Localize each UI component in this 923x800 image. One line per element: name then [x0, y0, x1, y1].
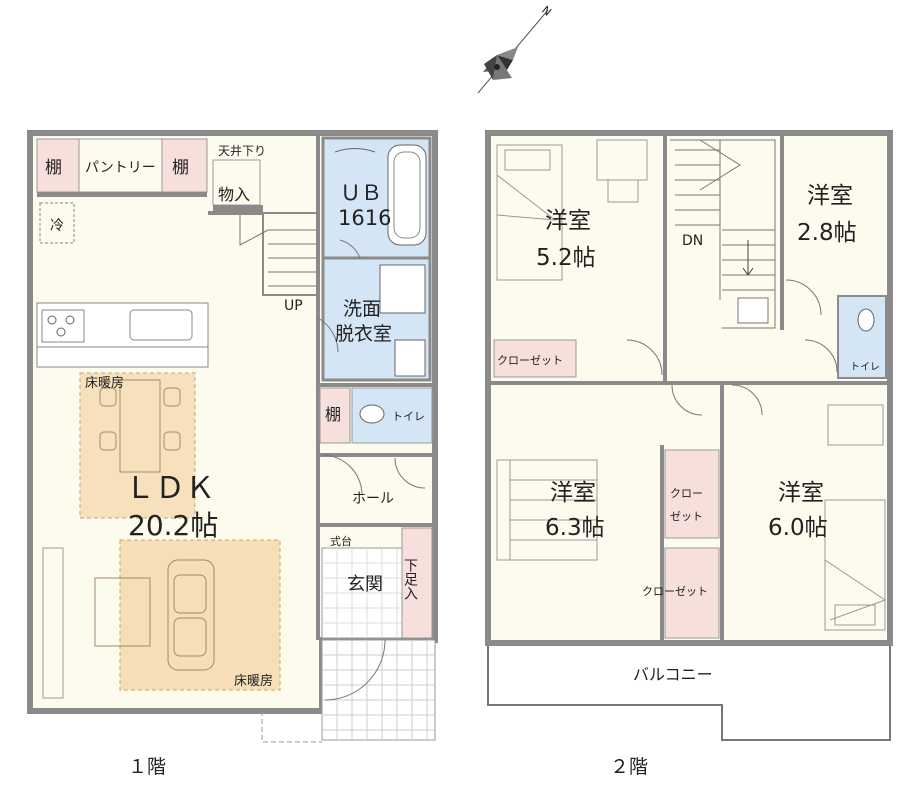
label-ceiling-lowered: 天井下り	[218, 144, 266, 158]
label-room-b-line1: 洋室	[807, 183, 853, 209]
label-room-b-line2: 2.8帖	[797, 220, 857, 246]
floor1-label: １階	[128, 756, 166, 778]
closet-c	[664, 547, 720, 639]
label-room-d-line2: 6.0帖	[768, 515, 828, 541]
shoe-storage	[401, 527, 433, 639]
label-room-d-line1: 洋室	[778, 480, 824, 506]
bed-a	[496, 144, 563, 281]
floor-heating-zone-upper	[79, 372, 196, 519]
label-shoe-storage: 下足入	[402, 558, 418, 600]
shelf-mid	[319, 387, 351, 444]
label-shelf-left: 棚	[45, 158, 62, 178]
pantry	[78, 138, 163, 193]
floor-heating-zone-lower	[119, 539, 281, 691]
label-ldk-line2: 20.2帖	[128, 509, 218, 542]
label-room-a-line2: 5.2帖	[536, 245, 596, 271]
dining-table	[99, 379, 181, 473]
label-closet-c: クローゼット	[642, 585, 708, 598]
label-toilet-floor1: トイレ	[392, 410, 425, 423]
label-floor-heating-top: 床暖房	[85, 375, 124, 391]
closet-b	[664, 449, 720, 539]
label-pantry: パントリー	[85, 160, 156, 176]
label-storage: 物入	[218, 185, 250, 204]
label-hall: ホール	[352, 491, 394, 507]
floor1-plan	[27, 130, 438, 743]
label-room-a-line1: 洋室	[545, 208, 591, 234]
porch-tile	[321, 639, 436, 741]
label-balcony: バルコニー	[633, 665, 713, 684]
floor2-label: ２階	[610, 756, 648, 778]
bed-c	[496, 459, 598, 561]
shelf-right	[161, 138, 208, 193]
label-shikidai: 式台	[330, 534, 352, 548]
label-closet-a: クローゼット	[497, 354, 563, 367]
balcony	[487, 644, 891, 741]
label-closet-b-line1: クロー	[670, 487, 703, 500]
label-ub-line1: ＵＢ	[340, 181, 382, 205]
label-ldk-line1: ＬＤＫ	[125, 471, 215, 506]
compass-north-label: N	[539, 3, 554, 18]
label-stairs-down: DN	[682, 233, 703, 249]
label-shelf-mid: 棚	[325, 405, 341, 424]
label-washroom-line1: 洗面	[343, 298, 381, 320]
label-toilet-floor2: トイレ	[850, 362, 880, 373]
label-genkan: 玄関	[347, 574, 383, 595]
bed-d	[824, 499, 887, 631]
closet-a	[493, 339, 577, 378]
floor2-plan	[485, 130, 893, 741]
shoe-storage-label: 下足入	[402, 558, 418, 600]
fridge-space	[39, 202, 75, 244]
label-floor-heating-bottom: 床暖房	[234, 673, 273, 689]
stairs-floor1	[239, 212, 319, 296]
label-closet-b-line2: ゼット	[670, 510, 703, 523]
label-room-c-line1: 洋室	[550, 480, 596, 506]
label-stairs-up: UP	[284, 298, 303, 314]
label-ub-line2: 1616	[338, 206, 391, 230]
label-fridge: 冷	[50, 218, 64, 234]
label-shelf-right: 棚	[172, 158, 189, 178]
label-room-c-line2: 6.3帖	[545, 515, 605, 541]
stairs-floor2	[670, 139, 776, 329]
label-washroom-line2: 脱衣室	[335, 323, 392, 345]
desk-d	[827, 404, 884, 446]
kitchen-counter	[36, 302, 209, 368]
compass-icon: N	[477, 3, 554, 94]
toilet-floor2	[837, 295, 887, 379]
sofa-set	[42, 547, 215, 699]
